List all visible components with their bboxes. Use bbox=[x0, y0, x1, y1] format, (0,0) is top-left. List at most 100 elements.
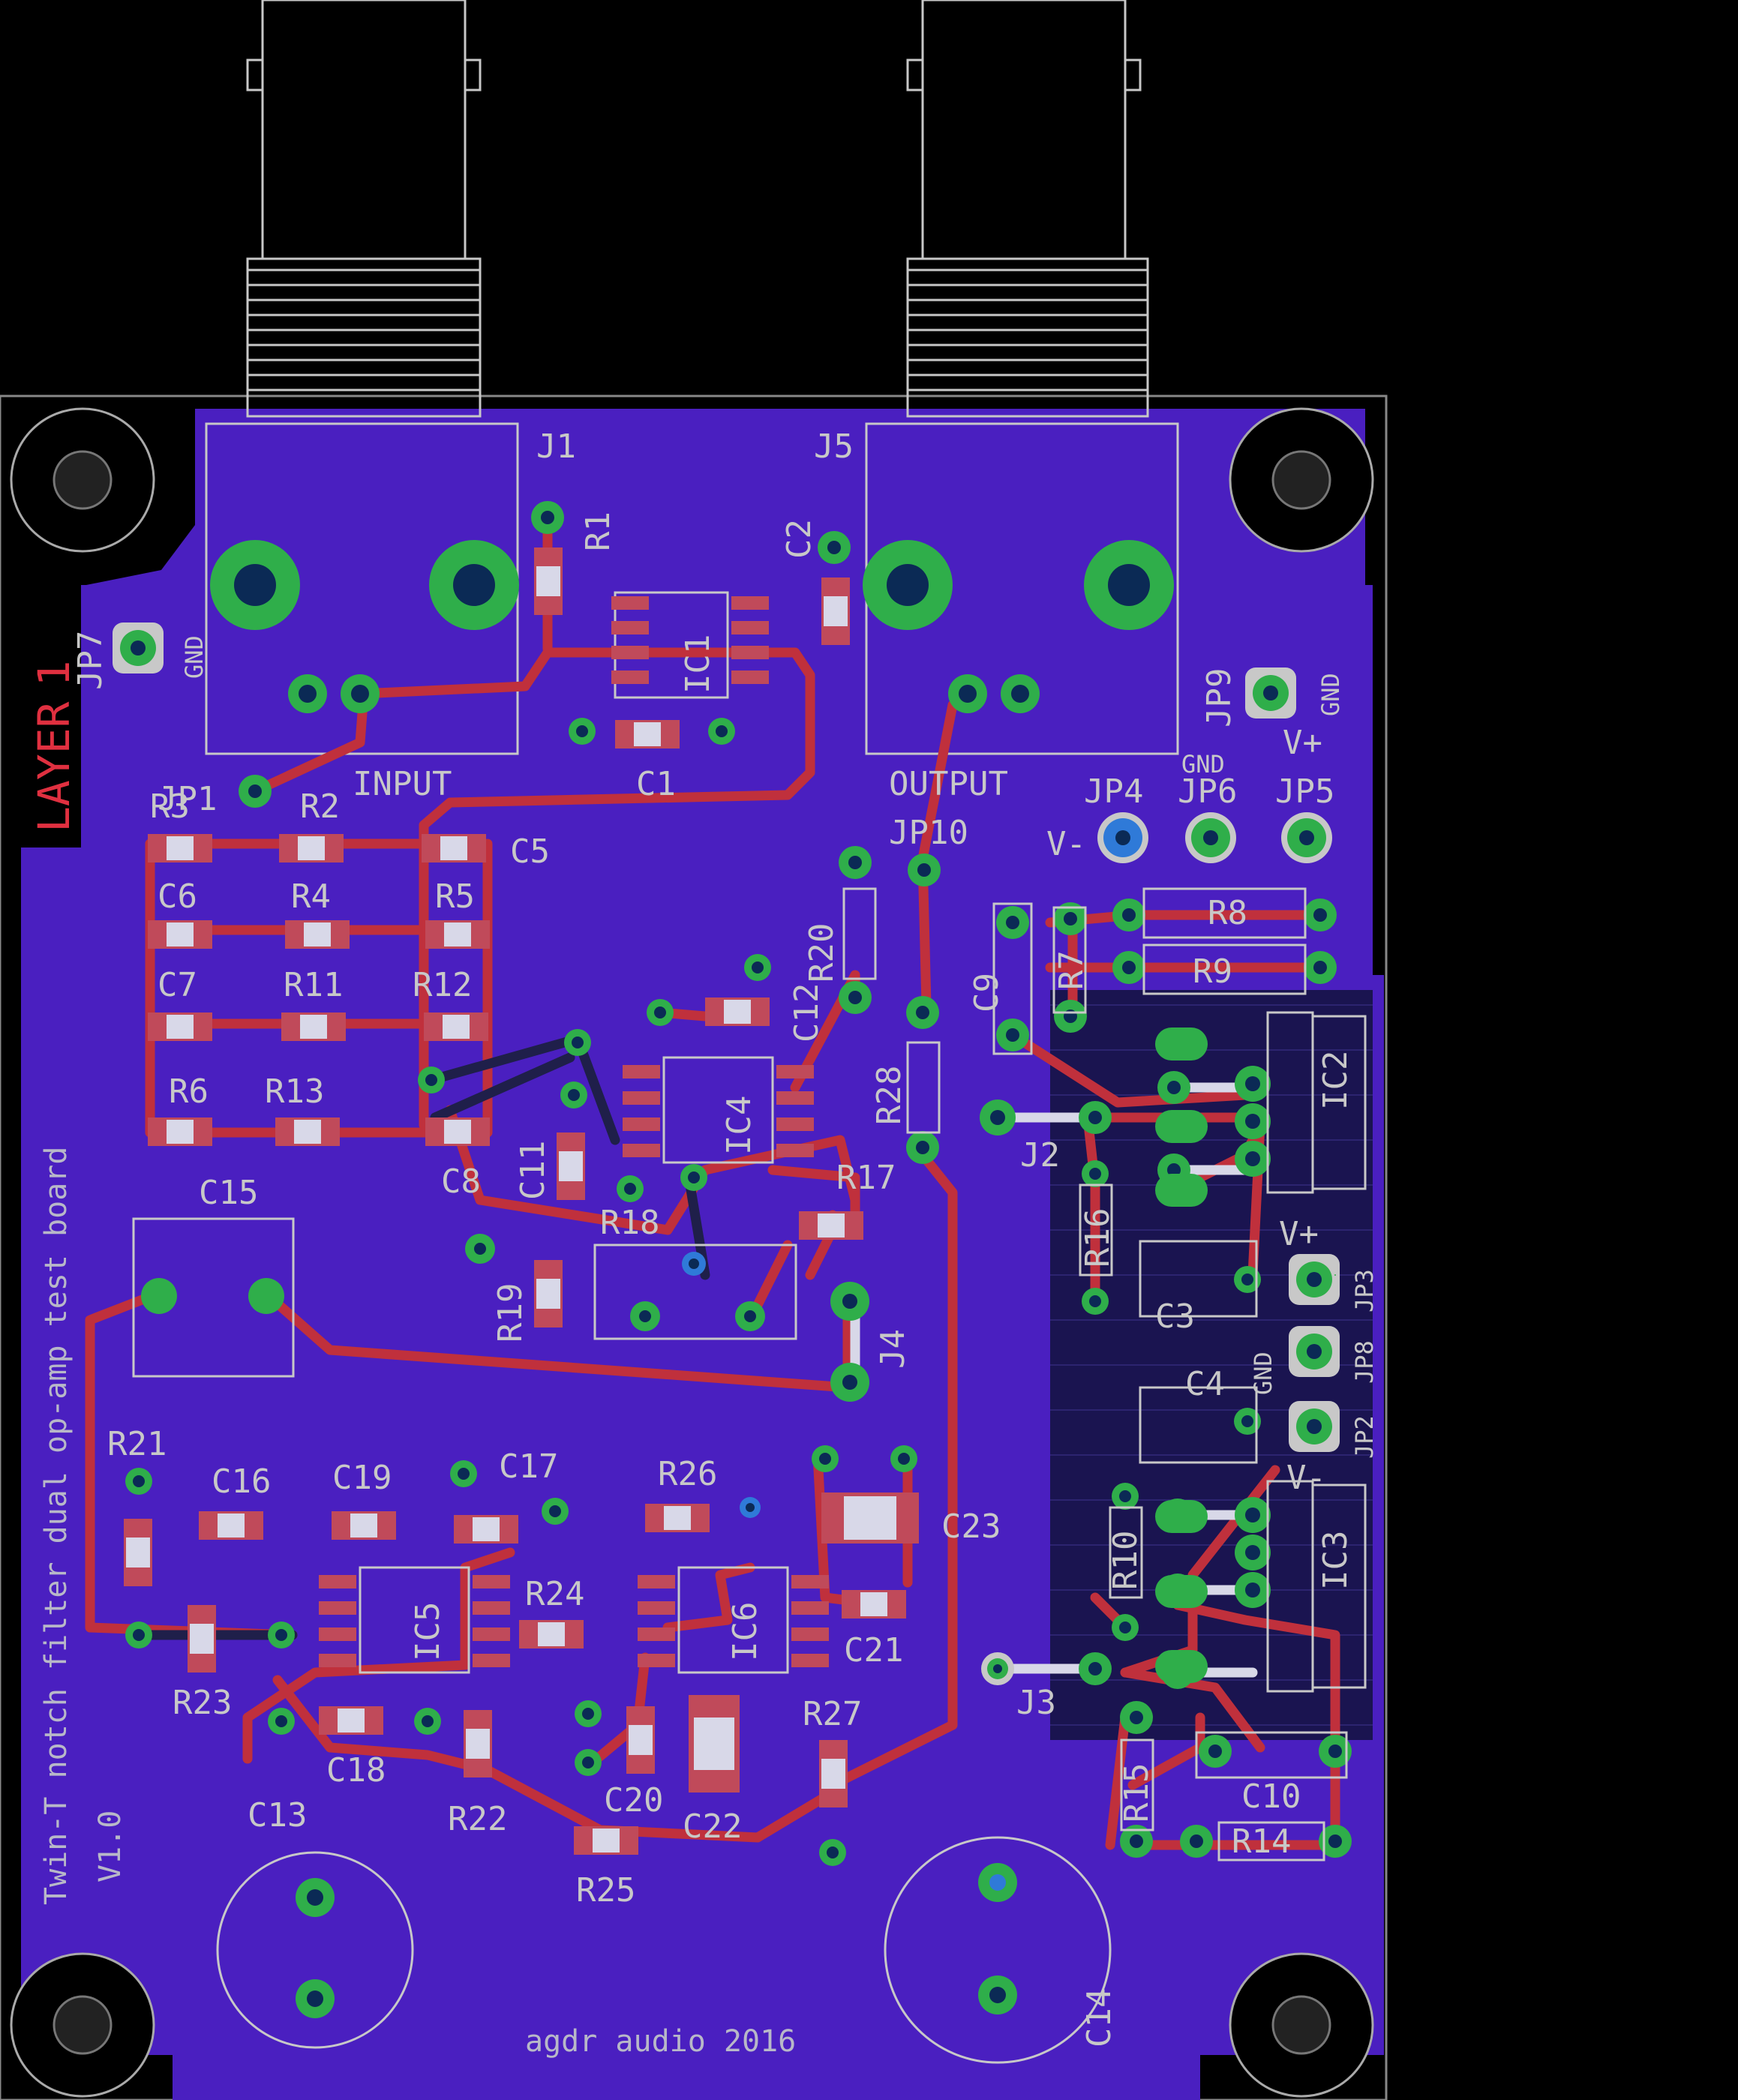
label-jp4: JP4 bbox=[1084, 772, 1143, 811]
label-r20: R20 bbox=[803, 923, 841, 982]
label-c6: C6 bbox=[158, 878, 197, 916]
board-footer: agdr audio 2016 bbox=[525, 2024, 796, 2059]
label-output: OUTPUT bbox=[889, 765, 1008, 803]
th-outlines bbox=[132, 887, 1348, 2064]
label-r25: R25 bbox=[576, 1871, 635, 1910]
label-j2: J2 bbox=[1020, 1136, 1060, 1174]
label-r27: R27 bbox=[803, 1695, 862, 1733]
label-vminus: V- bbox=[1046, 825, 1086, 863]
tantalum-c23 bbox=[821, 1492, 919, 1544]
smd-passives bbox=[148, 720, 906, 1855]
label-ic3: IC3 bbox=[1316, 1531, 1355, 1590]
label-r8: R8 bbox=[1208, 894, 1247, 932]
label-c16: C16 bbox=[212, 1462, 271, 1501]
label-jp5: JP5 bbox=[1275, 772, 1334, 811]
label-j3: J3 bbox=[1016, 1684, 1056, 1722]
board-outline bbox=[0, 394, 1388, 2100]
label-c4: C4 bbox=[1185, 1365, 1225, 1403]
label-r18: R18 bbox=[600, 1204, 659, 1242]
label-c5: C5 bbox=[510, 832, 550, 871]
layer-label: LAYER1 bbox=[29, 660, 80, 832]
label-c7: C7 bbox=[158, 966, 197, 1004]
jumper-pads bbox=[113, 622, 1340, 1452]
label-r23: R23 bbox=[173, 1684, 232, 1722]
label-r11: R11 bbox=[284, 966, 343, 1004]
label-r2: R2 bbox=[300, 788, 340, 826]
label-r24: R24 bbox=[525, 1575, 584, 1613]
label-c1: C1 bbox=[636, 765, 676, 803]
label-ic5: IC5 bbox=[409, 1602, 447, 1661]
label-c11: C11 bbox=[514, 1141, 552, 1200]
mounting-hole-bottom-left bbox=[10, 1952, 155, 2098]
bnc-pads bbox=[210, 540, 1174, 713]
label-jp10: JP10 bbox=[889, 814, 968, 852]
label-r13: R13 bbox=[265, 1072, 324, 1111]
labels: J1 J5 INPUT OUTPUT R1 C2 IC1 C1 JP7 GND … bbox=[71, 428, 1379, 2048]
ic5-soic bbox=[319, 1566, 510, 1674]
ic1-soic bbox=[611, 591, 769, 699]
label-jp6: JP6 bbox=[1178, 772, 1237, 811]
label-jp2: JP2 bbox=[1350, 1415, 1379, 1459]
label-r16: R16 bbox=[1079, 1208, 1117, 1268]
label-ic2: IC2 bbox=[1316, 1051, 1355, 1110]
label-c14: C14 bbox=[1080, 1988, 1118, 2048]
label-r28: R28 bbox=[870, 1066, 908, 1125]
label-r12: R12 bbox=[413, 966, 472, 1004]
label-jp8: JP8 bbox=[1350, 1340, 1379, 1384]
label-ic1: IC1 bbox=[679, 634, 717, 694]
label-jp1: JP1 bbox=[158, 780, 217, 818]
smd-passives-vertical bbox=[124, 548, 850, 1808]
label-r3: R3 bbox=[150, 788, 190, 826]
label-ic6: IC6 bbox=[726, 1602, 764, 1661]
label-c22: C22 bbox=[683, 1808, 742, 1846]
label-gnd-jp7: GND bbox=[180, 635, 209, 679]
tantalum-c22 bbox=[689, 1695, 740, 1792]
layer-label-box bbox=[21, 585, 81, 848]
label-r1: R1 bbox=[579, 512, 617, 551]
regulator-ic3-outline bbox=[1266, 1480, 1367, 1693]
label-jp7: JP7 bbox=[71, 631, 110, 690]
label-r6: R6 bbox=[169, 1072, 209, 1111]
label-r21: R21 bbox=[107, 1425, 167, 1463]
label-c20: C20 bbox=[604, 1781, 663, 1820]
label-c9: C9 bbox=[968, 973, 1006, 1012]
regulator-ic2-outline bbox=[1266, 1011, 1367, 1194]
mounting-hole-top-left bbox=[10, 407, 155, 553]
mounting-hole-bottom-right bbox=[1229, 1952, 1374, 2098]
regulator-pads bbox=[1155, 1028, 1208, 1683]
label-c13: C13 bbox=[248, 1796, 307, 1834]
label-j5: J5 bbox=[814, 428, 854, 466]
label-ic4: IC4 bbox=[720, 1096, 758, 1155]
label-j4: J4 bbox=[874, 1329, 912, 1369]
label-c3: C3 bbox=[1155, 1298, 1195, 1336]
label-c17: C17 bbox=[499, 1448, 558, 1486]
label-c12: C12 bbox=[788, 983, 826, 1042]
label-r9: R9 bbox=[1193, 952, 1232, 991]
label-r14: R14 bbox=[1232, 1822, 1291, 1861]
label-c8: C8 bbox=[441, 1162, 481, 1201]
label-r17: R17 bbox=[836, 1159, 896, 1197]
label-c18: C18 bbox=[326, 1751, 386, 1790]
label-r19: R19 bbox=[491, 1283, 530, 1342]
label-r10: R10 bbox=[1106, 1531, 1145, 1590]
label-jp3: JP3 bbox=[1350, 1269, 1379, 1312]
label-j1: J1 bbox=[536, 428, 576, 466]
label-vplus-jp9: V+ bbox=[1283, 724, 1322, 762]
label-r22: R22 bbox=[448, 1800, 507, 1838]
through-hole-pads bbox=[125, 501, 1352, 2018]
label-r7: R7 bbox=[1052, 950, 1091, 990]
board-version: V1.0 bbox=[93, 1810, 128, 1882]
c15-pads bbox=[141, 1278, 284, 1314]
label-c10: C10 bbox=[1241, 1778, 1301, 1816]
bnc-connector-j5 bbox=[865, 0, 1179, 755]
label-r4: R4 bbox=[291, 878, 331, 916]
ic4-soic bbox=[623, 1056, 814, 1164]
label-c19: C19 bbox=[332, 1459, 392, 1497]
ic6-soic bbox=[638, 1566, 829, 1674]
label-gnd-jp9: GND bbox=[1316, 673, 1345, 716]
label-vminus-jp2: V- bbox=[1286, 1459, 1326, 1497]
bnc-connector-j1 bbox=[205, 0, 519, 755]
label-c21: C21 bbox=[844, 1631, 903, 1670]
label-gnd-jp8: GND bbox=[1249, 1352, 1277, 1395]
